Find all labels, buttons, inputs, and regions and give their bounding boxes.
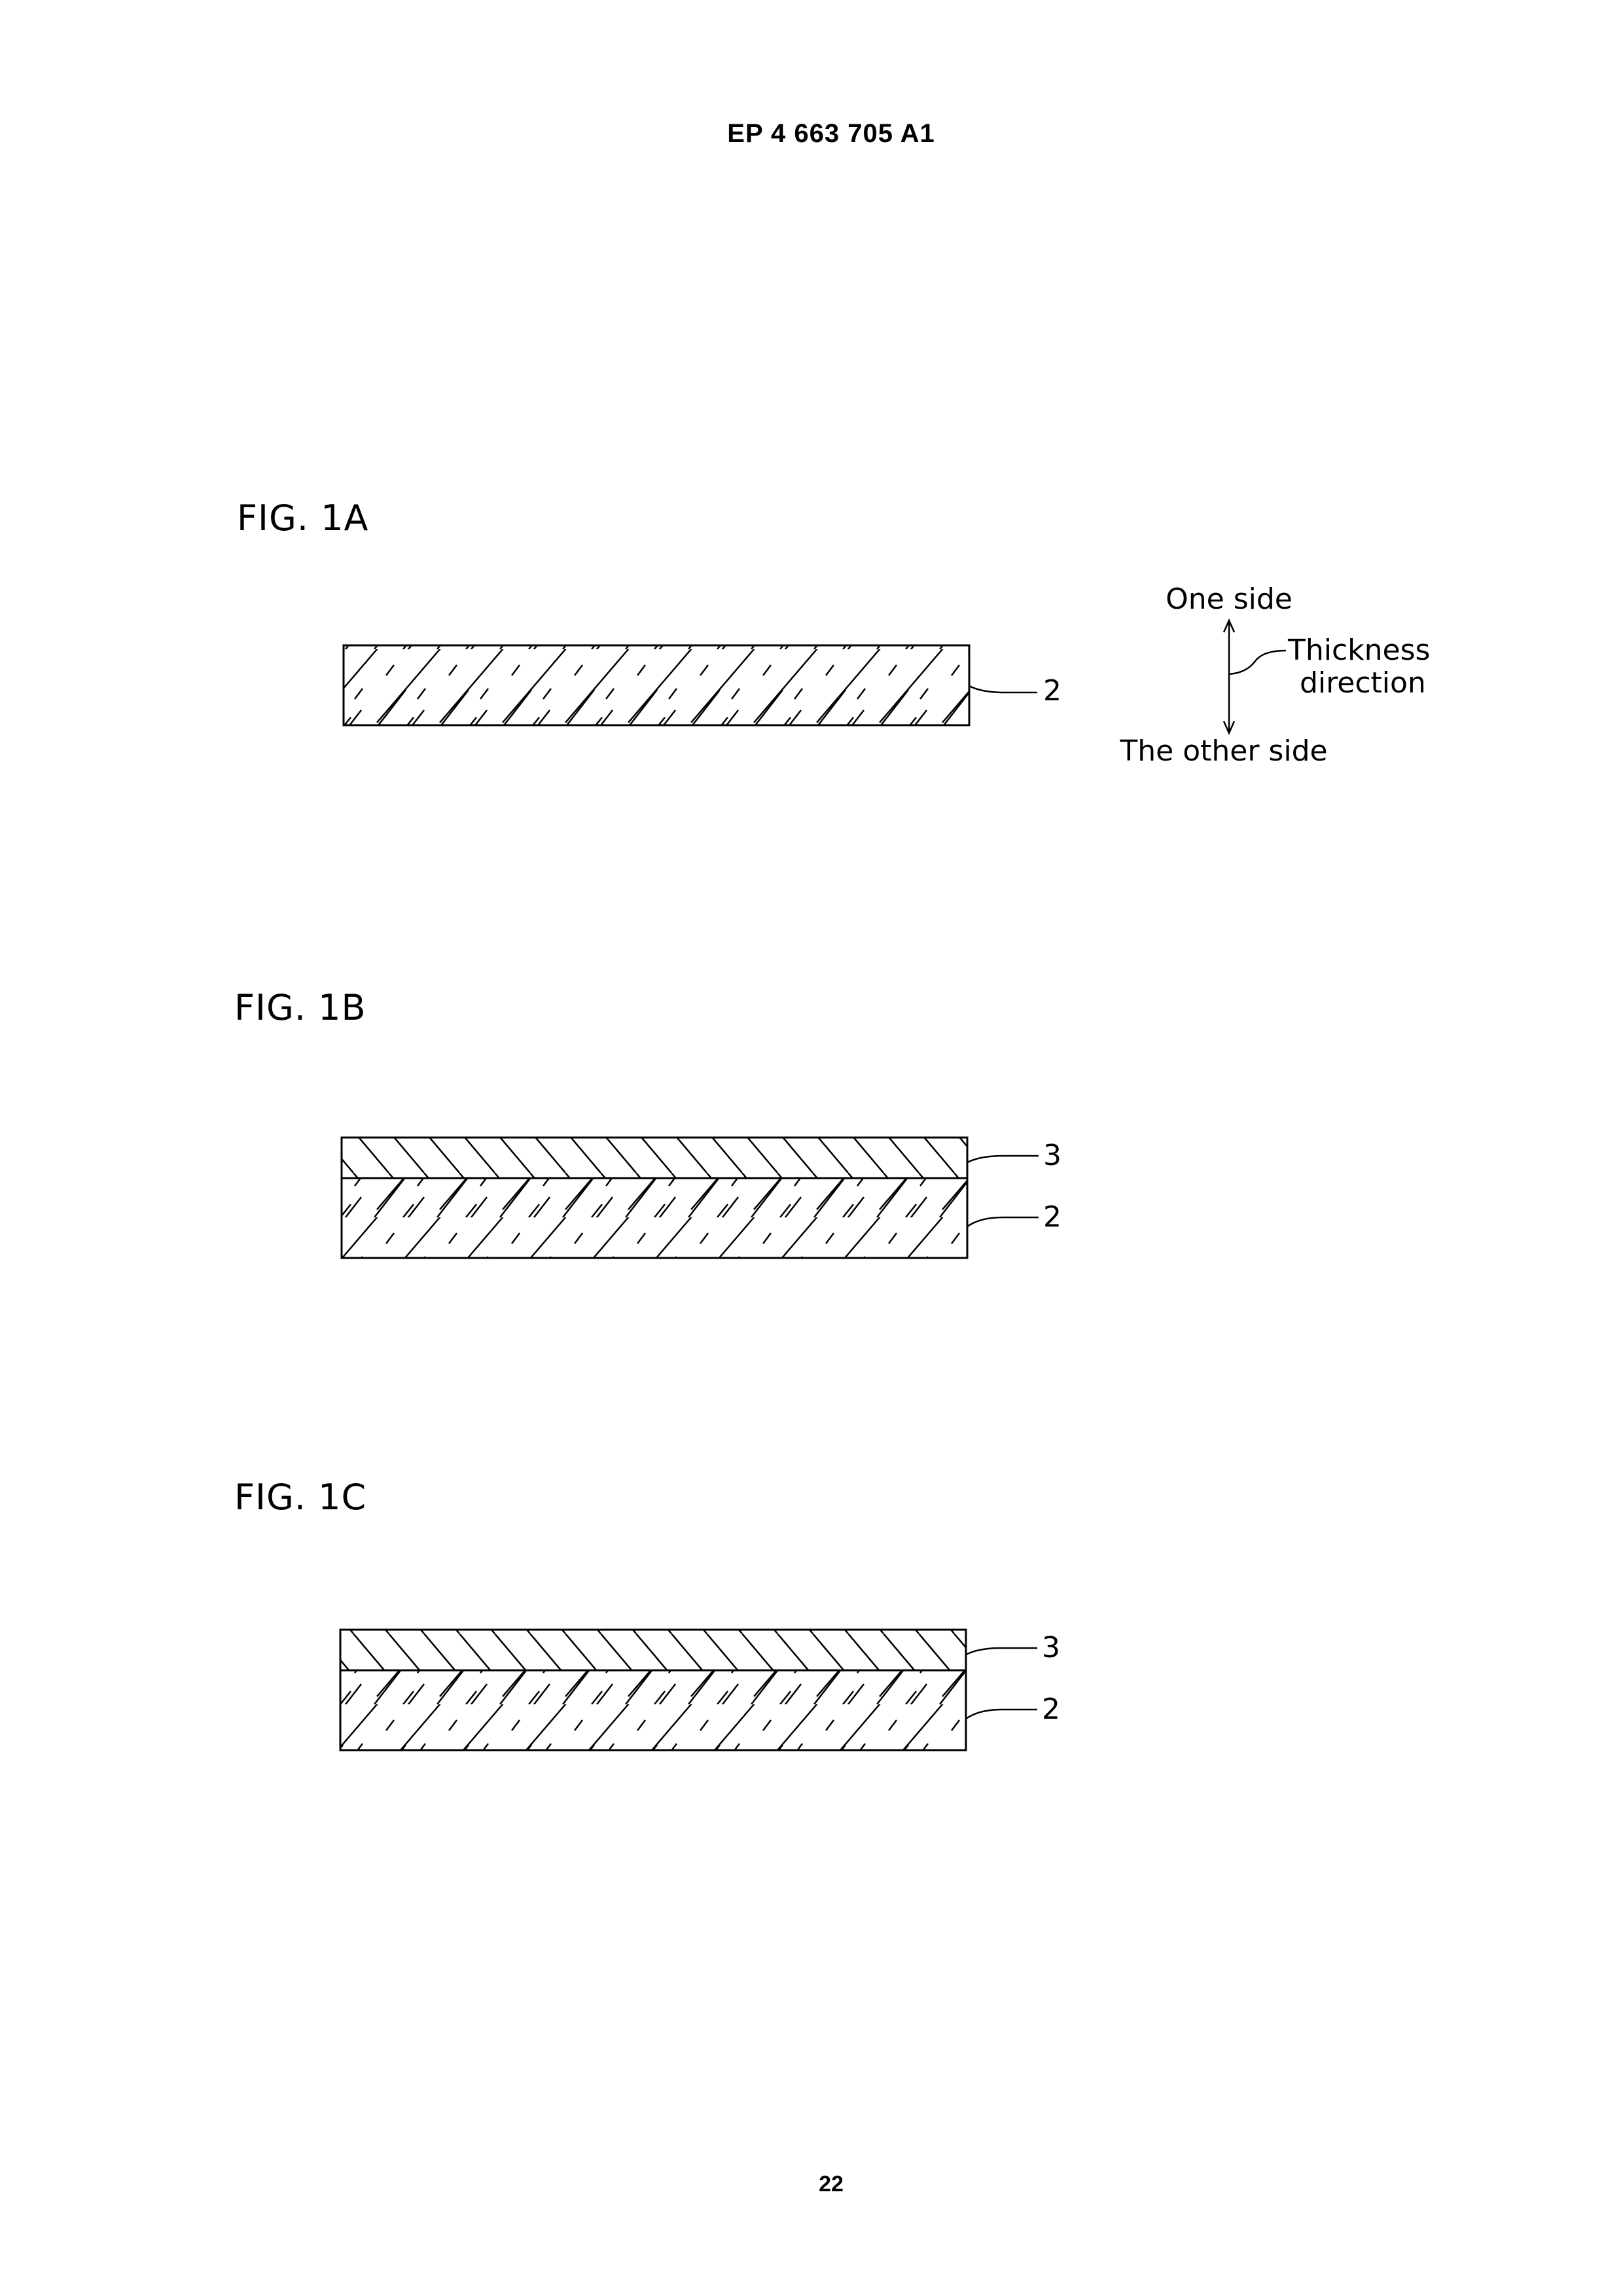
leader-line-2 (966, 1710, 1037, 1719)
substrate-layer-2 (342, 1178, 967, 1258)
thickness-label: Thickness (1287, 634, 1430, 667)
reference-numeral-3: 3 (1043, 1139, 1061, 1172)
axis-leader-line (1229, 651, 1286, 674)
thickness-direction-legend: One side Thickness direction The other s… (1119, 583, 1430, 768)
leader-line-2 (967, 1217, 1039, 1227)
substrate-layer-2 (340, 1670, 966, 1750)
direction-label: direction (1300, 666, 1426, 700)
leader-line-2 (969, 686, 1037, 692)
other-side-label: The other side (1119, 734, 1327, 768)
figure-1b-drawing: 3 2 (342, 1138, 1061, 1258)
reference-numeral-2: 2 (1042, 1693, 1060, 1726)
substrate-layer-2 (344, 645, 969, 725)
page-number: 22 (0, 2172, 1623, 2197)
reference-numeral-2: 2 (1043, 1200, 1061, 1234)
reference-numeral-3: 3 (1042, 1631, 1060, 1664)
reference-numeral-2: 2 (1043, 674, 1061, 708)
figure-1c-drawing: 3 2 (340, 1630, 1060, 1750)
coating-layer-3 (342, 1138, 967, 1178)
coating-layer-3 (340, 1630, 966, 1670)
one-side-label: One side (1166, 583, 1293, 616)
figure-1a-drawing: 2 (344, 645, 1061, 725)
leader-line-3 (966, 1648, 1037, 1655)
leader-line-3 (967, 1156, 1039, 1162)
